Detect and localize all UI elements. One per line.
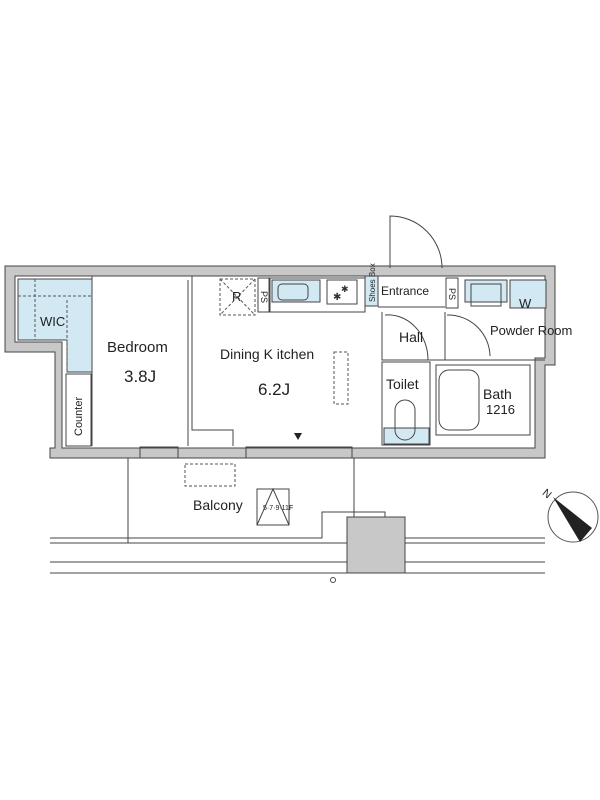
- svg-text:✱: ✱: [333, 292, 341, 303]
- entrance-door[interactable]: [389, 215, 443, 269]
- balcony-label: Balcony: [193, 497, 243, 513]
- bedroom-size: 3.8J: [124, 367, 156, 386]
- window-marker-icon: [294, 433, 302, 440]
- svg-text:✱: ✱: [341, 284, 349, 294]
- hall-label: Hall: [399, 329, 423, 345]
- hall-door[interactable]: [384, 314, 429, 361]
- dining-kitchen-label: Dining K itchen: [220, 346, 314, 362]
- bedroom-label: Bedroom: [107, 339, 168, 356]
- ps2-label: PS: [447, 288, 457, 300]
- washer-space: [509, 279, 547, 309]
- powder-room-label: Powder Room: [490, 323, 572, 338]
- compass-icon: N: [540, 487, 599, 543]
- powder-room-door[interactable]: [446, 314, 491, 357]
- stove-icon: [326, 279, 358, 305]
- toilet-icon: [394, 399, 416, 441]
- north-label: N: [540, 487, 554, 501]
- counter-label: Counter: [73, 397, 85, 436]
- entrance-label: Entrance: [381, 284, 429, 298]
- washbasin: [464, 279, 508, 303]
- washer-label: W: [519, 296, 532, 311]
- balcony-door[interactable]: [139, 446, 179, 459]
- shoes-box-label: Shoes Box: [368, 263, 377, 302]
- ps-label: PS: [259, 291, 269, 303]
- bath-size: 1216: [486, 402, 515, 417]
- floors-label: 5·7·9·11F: [263, 505, 293, 512]
- wic-label: WIC: [40, 314, 65, 329]
- refrigerator-label: R: [232, 289, 241, 304]
- balcony-window[interactable]: [245, 446, 353, 459]
- shoes-box: [364, 275, 379, 307]
- bath-label: Bath: [483, 386, 512, 402]
- refrigerator-space: [219, 278, 256, 316]
- pillar: [346, 516, 406, 574]
- toilet-label: Toilet: [386, 376, 419, 392]
- bathtub-icon: [438, 369, 480, 431]
- dining-kitchen-size: 6.2J: [258, 380, 290, 399]
- counter: [65, 373, 92, 447]
